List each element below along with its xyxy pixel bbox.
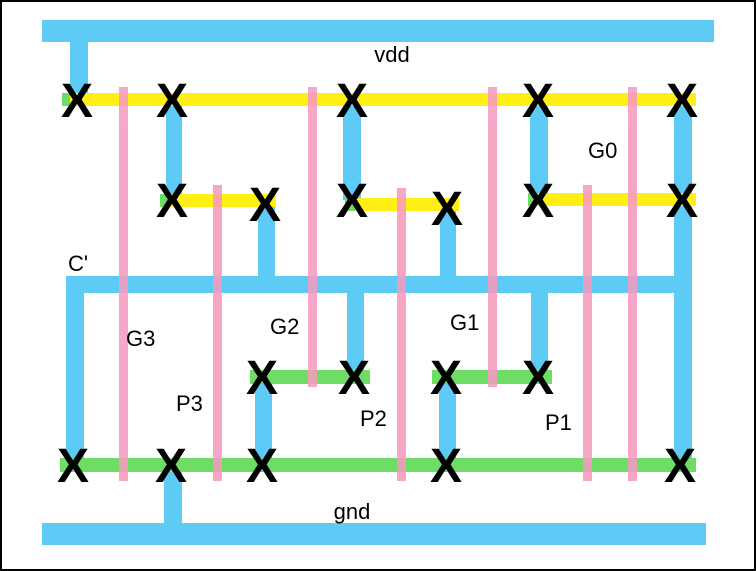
pad <box>528 193 538 206</box>
gnd-label: gnd <box>334 499 371 524</box>
contact-pads-pdiff <box>62 93 538 211</box>
contact-x-mark: X <box>61 75 93 128</box>
pad <box>345 198 355 211</box>
metal-strap-g3-top <box>166 100 182 200</box>
metal-layer <box>42 20 714 545</box>
gnd-tap <box>164 464 182 526</box>
contact-x-mark: X <box>156 75 188 128</box>
poly-g0 <box>628 87 637 481</box>
c-prime-left-drop <box>66 276 84 466</box>
poly-p3 <box>213 185 222 481</box>
contact-x-mark: X <box>666 75 698 128</box>
contact-x-mark: X <box>338 352 370 405</box>
metal-strap-p2 <box>439 376 456 466</box>
vdd-tap-left <box>70 36 88 100</box>
p2-label: P2 <box>360 406 387 431</box>
vdd-rail <box>42 20 714 42</box>
metal-strap-g2-top <box>343 100 361 200</box>
contact-x-mark: X <box>57 440 89 493</box>
gnd-rail <box>42 523 706 545</box>
p1-label: P1 <box>545 410 572 435</box>
contact-x-mark: X <box>249 179 281 232</box>
pad <box>62 93 70 106</box>
poly-layer <box>119 87 637 481</box>
contact-x-mark: X <box>155 440 187 493</box>
contact-x-mark: X <box>430 352 462 405</box>
metal-strap-g3-out <box>258 200 275 280</box>
metal-strap-g1-top <box>530 100 548 200</box>
pdiff-top-row <box>62 93 696 106</box>
poly-g2 <box>308 87 317 387</box>
p3-label: P3 <box>176 391 203 416</box>
contact-x-mark: X <box>431 183 463 236</box>
g1-label: G1 <box>450 310 479 335</box>
pad <box>160 194 170 207</box>
contact-x-mark: X <box>522 75 554 128</box>
contact-x-mark: X <box>666 175 698 228</box>
g3-label: G3 <box>126 326 155 351</box>
metal-drop-p2 <box>347 289 364 379</box>
metal-strap-g2-out <box>440 208 456 280</box>
contact-x-mark: X <box>430 440 462 493</box>
poly-p2 <box>397 188 406 481</box>
contact-x-mark: X <box>336 75 368 128</box>
g0-label: G0 <box>588 138 617 163</box>
pdiff-layer <box>62 93 696 211</box>
contact-x-mark: X <box>156 175 188 228</box>
right-metal-column <box>674 100 692 466</box>
metal-drop-p1 <box>531 289 548 379</box>
c-prime-label: C' <box>68 251 88 276</box>
poly-g3 <box>119 87 128 481</box>
poly-p1 <box>583 185 592 481</box>
contact-x-mark: X <box>522 175 554 228</box>
contact-x-mark: X <box>522 352 554 405</box>
pdiff-g0 <box>528 193 696 206</box>
g2-label: G2 <box>270 314 299 339</box>
contact-x-mark: X <box>664 440 696 493</box>
contact-x-mark: X <box>246 352 278 405</box>
c-prime-bus <box>66 276 692 293</box>
metal-strap-p3 <box>255 376 272 466</box>
contact-x-mark: X <box>246 440 278 493</box>
poly-g1 <box>488 87 497 387</box>
vdd-label: vdd <box>374 42 409 67</box>
contact-x-mark: X <box>336 175 368 228</box>
